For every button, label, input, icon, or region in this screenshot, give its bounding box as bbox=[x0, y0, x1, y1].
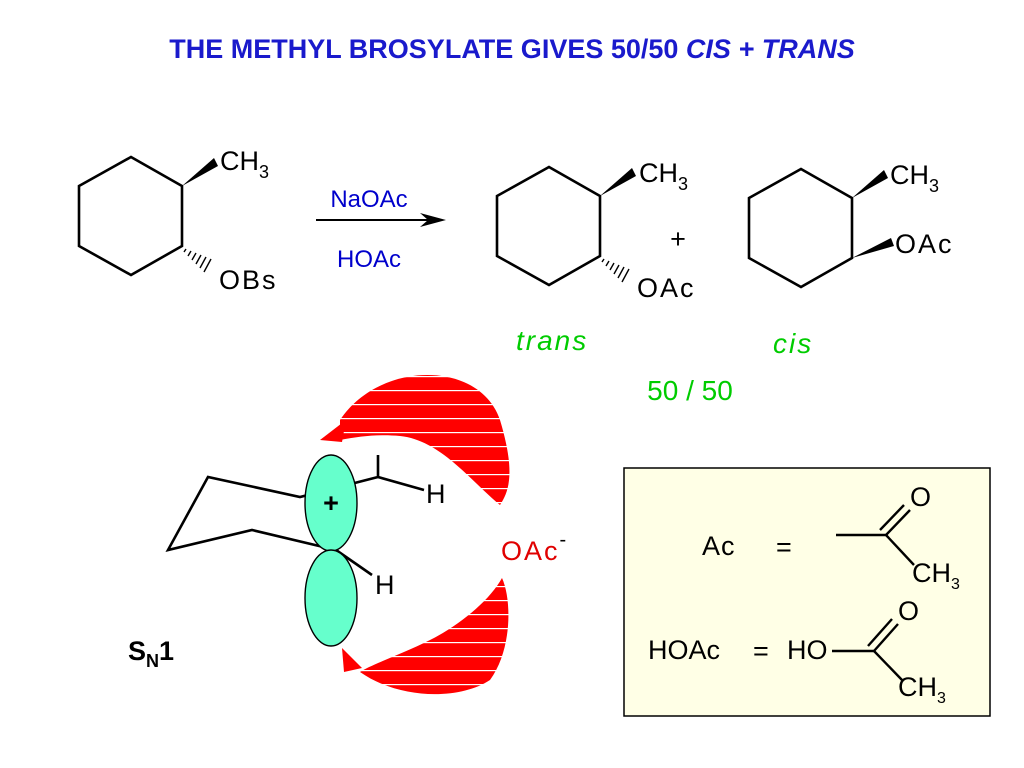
cis-wedge-bond-acetate bbox=[852, 238, 894, 258]
product-ratio: 50 / 50 bbox=[647, 375, 733, 406]
cis-ring bbox=[747, 167, 854, 289]
acetic-acid-structure bbox=[832, 618, 903, 681]
hoac-oxygen: O bbox=[898, 596, 919, 626]
definition-box-frame bbox=[623, 467, 991, 717]
trans-wedge-bond bbox=[600, 168, 636, 196]
ac-label: Ac bbox=[702, 531, 736, 561]
trans-product: CH3 OAc trans bbox=[495, 158, 696, 356]
cis-wedge-bond-methyl bbox=[852, 170, 888, 198]
top-arrowhead-icon bbox=[320, 420, 346, 442]
arrowhead-icon bbox=[420, 213, 446, 227]
acetyl-structure bbox=[836, 504, 915, 566]
reactant-ring bbox=[77, 155, 184, 277]
trans-acetate-label: OAc bbox=[637, 273, 696, 303]
reactant-molecule: CH3 OBs bbox=[77, 146, 278, 295]
reactant-hash-bond bbox=[183, 248, 212, 273]
cation-bond-h-top bbox=[377, 475, 425, 492]
hoac-methyl: CH3 bbox=[898, 672, 946, 707]
h-bottom-label: H bbox=[375, 570, 395, 600]
trans-methyl-label: CH3 bbox=[639, 158, 688, 194]
reactant-methyl-label: CH3 bbox=[220, 146, 269, 182]
sn1-label: SN1 bbox=[128, 636, 174, 671]
trans-label: trans bbox=[516, 325, 588, 356]
cis-product: CH3 OAc cis bbox=[747, 160, 954, 359]
bottom-attack-arc bbox=[360, 578, 509, 695]
hoac-equals: = bbox=[753, 636, 769, 666]
cis-acetate-label: OAc bbox=[895, 229, 954, 259]
hoac-hydroxyl: HO bbox=[787, 635, 828, 665]
slide-title: THE METHYL BROSYLATE GIVES 50/50 CIS + T… bbox=[169, 34, 854, 64]
h-top-label: H bbox=[426, 479, 446, 509]
ac-equals: = bbox=[776, 532, 792, 562]
bottom-arrowhead-icon bbox=[342, 648, 362, 672]
reagent-top: NaOAc bbox=[330, 186, 407, 213]
cis-label: cis bbox=[773, 328, 813, 359]
plus-sign: + bbox=[670, 224, 686, 254]
sn1-mechanism: + H H OAc- SN1 bbox=[128, 375, 568, 695]
ac-oxygen: O bbox=[910, 482, 931, 512]
definition-box: Ac = O CH3 HOAc = HO O CH3 bbox=[623, 467, 991, 717]
reaction-arrow-group: NaOAc HOAc bbox=[316, 186, 446, 273]
reagent-bottom: HOAc bbox=[337, 246, 401, 273]
hoac-label: HOAc bbox=[648, 635, 720, 665]
reactant-wedge-bond bbox=[182, 158, 218, 186]
title-italic: CIS + TRANS bbox=[686, 34, 855, 64]
carbocation-charge: + bbox=[323, 488, 339, 518]
acetate-nucleophile: OAc- bbox=[501, 529, 568, 566]
cis-methyl-label: CH3 bbox=[890, 160, 939, 196]
reactant-leaving-group: OBs bbox=[219, 265, 278, 295]
trans-ring bbox=[495, 165, 602, 287]
trans-hash-bond bbox=[601, 258, 630, 283]
top-attack-arc bbox=[340, 375, 510, 505]
p-orbital-bottom-lobe bbox=[304, 549, 358, 647]
ac-methyl: CH3 bbox=[912, 558, 960, 593]
title-main: THE METHYL BROSYLATE GIVES 50/50 bbox=[169, 34, 686, 64]
